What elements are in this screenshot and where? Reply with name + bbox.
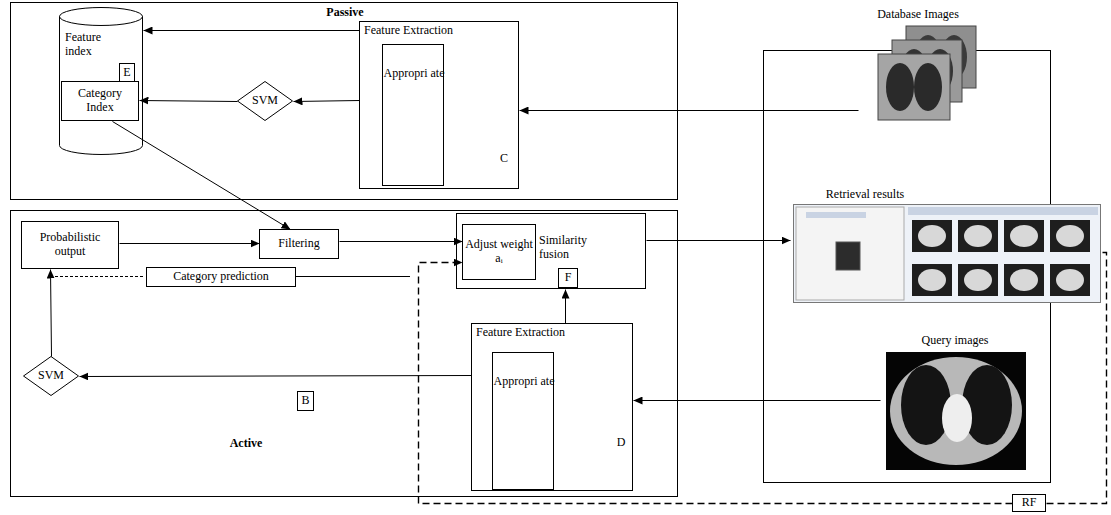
- node-label: Query images: [880, 334, 1030, 348]
- feature-index-cylinder: Feature indexE Category Index: [59, 7, 143, 155]
- result-thumbnail: [1004, 220, 1044, 252]
- lung: [901, 365, 951, 445]
- flow-arrow: [51, 270, 52, 357]
- callout-box: E: [119, 63, 135, 82]
- node-label: Retrieval results: [810, 188, 920, 202]
- flow-arrow: [294, 101, 360, 102]
- process-box: Probabilistic output: [21, 221, 119, 269]
- flow-arrow: [120, 243, 260, 244]
- feedback-connector: [1047, 253, 1107, 504]
- image-group: Database Images: [858, 8, 978, 158]
- thumb-body: [1010, 225, 1038, 247]
- category-index-box: Category Index: [61, 81, 139, 121]
- result-thumbnail: [912, 220, 952, 252]
- node-label: Category Index: [63, 87, 137, 115]
- dashed-link: [50, 276, 145, 277]
- query-ct-image: [886, 352, 1026, 470]
- node-label: Feature Extraction: [476, 326, 626, 340]
- node-label: B: [301, 394, 309, 408]
- diamond-outline: [24, 357, 79, 396]
- node-label: Filtering: [278, 237, 319, 251]
- result-thumbnail: [1050, 264, 1090, 296]
- prediction-link: [295, 276, 410, 277]
- process-box: Adjust weight aᵢ: [462, 224, 536, 280]
- node-label: Adjust weight aᵢ: [464, 238, 534, 266]
- window-frame: [794, 205, 1101, 303]
- feedback-connector: [419, 263, 1013, 504]
- image-group: Retrieval results: [790, 188, 1102, 306]
- retrieval-screenshot: [794, 205, 1101, 303]
- result-thumbnail: [958, 220, 998, 252]
- appropriate-box: Appropri ate: [492, 352, 554, 490]
- database-images: [878, 26, 976, 120]
- title-bar: [908, 207, 1098, 215]
- callout-letter: C: [494, 152, 514, 166]
- flow-arrow: [80, 376, 472, 377]
- active-band: Active Probabilistic output Filtering Simil…: [10, 210, 678, 497]
- flow-arrow: [634, 400, 881, 401]
- thumb-body: [1010, 269, 1038, 291]
- node-label: Feature index: [65, 31, 115, 59]
- flow-arrow: [647, 240, 791, 241]
- cylinder-outline: [60, 8, 143, 155]
- toolbar: [806, 212, 866, 218]
- query-thumbnail: [836, 242, 860, 270]
- node-label: Feature Extraction: [364, 24, 514, 38]
- flow-arrow: [140, 101, 238, 102]
- node-label: Probabilistic output: [23, 231, 117, 259]
- feature-extraction-box: Feature ExtractionC Appropri ate: [359, 21, 519, 189]
- ct-background: [886, 352, 1026, 470]
- feature-extraction-box: Feature ExtractionD Appropri ate: [471, 323, 633, 491]
- thumb-body: [918, 225, 946, 247]
- diamond-outline: [238, 82, 293, 121]
- image-group: Query images: [880, 334, 1030, 474]
- result-thumbnail: [1050, 220, 1090, 252]
- appropriate-box: Appropri ate: [382, 44, 444, 186]
- node-label: Active: [201, 437, 291, 451]
- node-label: Similarity fusion: [539, 234, 603, 262]
- lung: [886, 63, 914, 111]
- flow-arrow: [565, 290, 566, 324]
- query-pane: [796, 207, 904, 300]
- thumb-body: [964, 269, 992, 291]
- callout-box: B: [297, 391, 314, 411]
- flow-arrow: [144, 30, 360, 31]
- node-label: SVM: [38, 369, 64, 383]
- feedback-box: RF: [1012, 494, 1046, 512]
- node-label: E: [123, 66, 130, 80]
- result-thumbnail: [912, 264, 952, 296]
- node-label: Appropri ate: [383, 67, 445, 81]
- callout-box: F: [558, 268, 578, 288]
- callout-letter: D: [612, 436, 630, 450]
- thumb-body: [918, 269, 946, 291]
- flow-arrow: [340, 241, 463, 242]
- lung: [914, 63, 942, 111]
- svm-diamond: SVM: [237, 81, 293, 121]
- node-label: F: [565, 271, 572, 285]
- process-box: Category prediction: [146, 267, 296, 287]
- ct-image: [878, 54, 950, 120]
- node-label: RF: [1022, 496, 1037, 510]
- thumb-body: [1056, 269, 1084, 291]
- node-label: SVM: [252, 94, 278, 108]
- mediastinum: [942, 394, 972, 442]
- node-label: Passive: [301, 6, 389, 20]
- similarity-fusion-box: Similarity fusionAdjust weight aᵢ F: [456, 213, 646, 289]
- flow-arrow: [113, 122, 291, 230]
- node-label: Appropri ate: [493, 375, 555, 389]
- thumb-body: [964, 225, 992, 247]
- ct-body: [890, 357, 1022, 465]
- svm-diamond: SVM: [23, 356, 79, 396]
- result-thumbnail: [958, 264, 998, 296]
- process-box: Filtering: [259, 229, 339, 259]
- result-thumbnail: [1004, 264, 1044, 296]
- passive-band: PassiveFeature indexECategory IndexFeatu…: [10, 2, 678, 200]
- node-label: Category prediction: [173, 270, 269, 284]
- thumb-body: [1056, 225, 1084, 247]
- node-label: Database Images: [858, 8, 978, 22]
- flow-arrow: [520, 110, 859, 111]
